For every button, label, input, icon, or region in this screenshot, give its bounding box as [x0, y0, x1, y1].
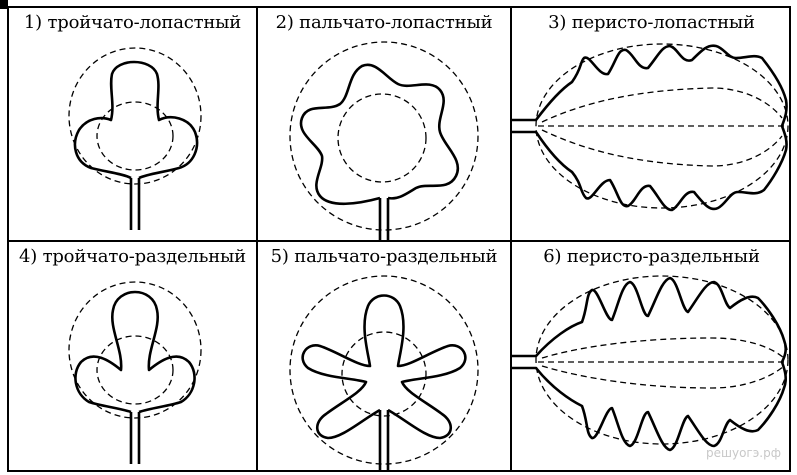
- cell-palmate-parted: 5) пальчато-раздельный: [258, 242, 510, 472]
- cell-trifoliate-parted: 4) тройчато-раздельный: [9, 242, 256, 472]
- cell-pinnate-parted: 6) перисто-раздельный решуогэ.рф: [512, 242, 791, 472]
- cell-pinnate-lobed: 3) перисто-лопастный: [512, 8, 791, 240]
- trifoliate-parted-leaf-drawing: [9, 242, 256, 472]
- pinnate-lobed-leaf-drawing: [512, 8, 791, 240]
- watermark: решуогэ.рф: [706, 446, 781, 460]
- pinnate-parted-leaf-drawing: [512, 242, 791, 472]
- palmate-parted-leaf-drawing: [258, 242, 510, 472]
- cell-palmate-lobed: 2) пальчато-лопастный: [258, 8, 510, 240]
- trifoliate-lobed-leaf-drawing: [9, 8, 256, 240]
- palmate-lobed-leaf-drawing: [258, 8, 510, 240]
- cell-trifoliate-lobed: 1) тройчато-лопастный: [9, 8, 256, 240]
